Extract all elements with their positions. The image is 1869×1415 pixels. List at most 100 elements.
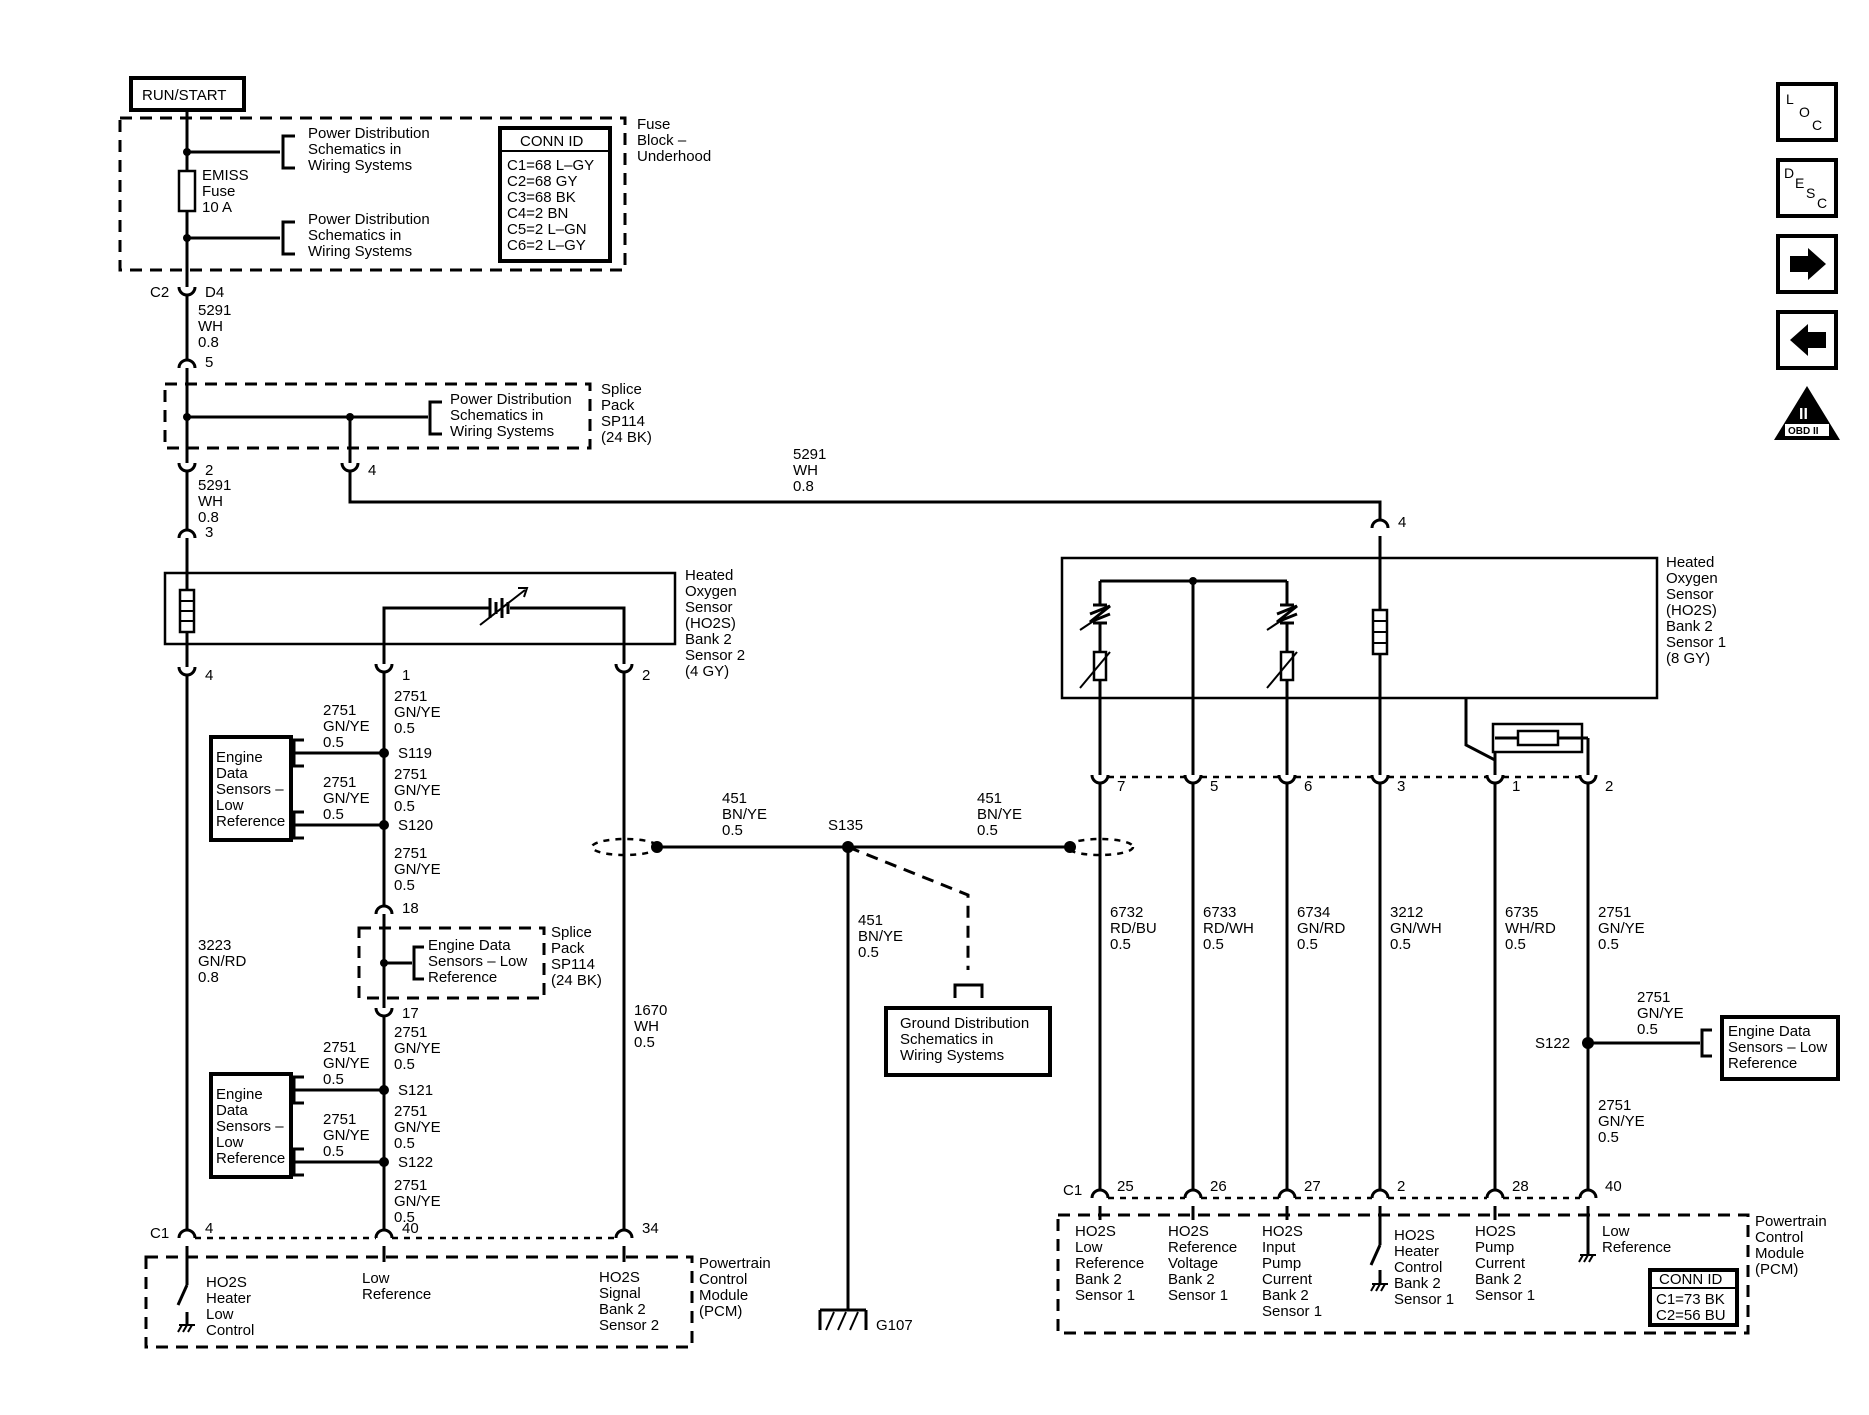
svg-text:C4=2 BN: C4=2 BN [507, 205, 568, 222]
svg-text:C: C [1812, 117, 1822, 133]
svg-text:0.5: 0.5 [394, 1056, 415, 1073]
pcm-left: Powertrain Control Module (PCM) HO2S Hea… [144, 1246, 771, 1349]
svg-text:Powertrain: Powertrain [699, 1255, 771, 1272]
svg-text:Reference: Reference [428, 969, 497, 986]
svg-text:HO2S: HO2S [1075, 1223, 1116, 1240]
svg-text:Schematics in: Schematics in [900, 1031, 993, 1048]
svg-text:HO2S: HO2S [1168, 1223, 1209, 1240]
svg-text:0.8: 0.8 [793, 478, 814, 495]
svg-text:Sensors – Low: Sensors – Low [428, 953, 527, 970]
svg-text:Oxygen: Oxygen [1666, 570, 1718, 587]
svg-text:2: 2 [1605, 778, 1613, 795]
pcm-right: Powertrain Control Module (PCM) HO2S Low… [1056, 1206, 1827, 1335]
svg-text:Sensor: Sensor [685, 599, 733, 616]
svg-text:0.5: 0.5 [1598, 936, 1619, 953]
desc-button[interactable]: D E S C [1776, 158, 1838, 218]
svg-text:Current: Current [1262, 1271, 1313, 1288]
svg-text:0.8: 0.8 [198, 334, 219, 351]
svg-text:3: 3 [205, 524, 213, 541]
svg-text:Bank 2: Bank 2 [599, 1301, 646, 1318]
svg-text:BN/YE: BN/YE [858, 928, 903, 945]
obd-ii-icon[interactable]: II OBD II [1774, 386, 1840, 440]
svg-text:0.5: 0.5 [394, 798, 415, 815]
svg-text:Schematics in: Schematics in [308, 141, 401, 158]
svg-text:II: II [1799, 406, 1808, 423]
svg-text:Signal: Signal [599, 1285, 641, 1302]
svg-text:Bank 2: Bank 2 [1075, 1271, 1122, 1288]
svg-text:0.5: 0.5 [394, 1135, 415, 1152]
prev-arrow-button[interactable] [1776, 310, 1838, 370]
svg-text:1: 1 [1512, 778, 1520, 795]
svg-text:2751: 2751 [1598, 1097, 1631, 1114]
svg-text:Block –: Block – [637, 132, 687, 149]
svg-text:0.5: 0.5 [1110, 936, 1131, 953]
svg-text:CONN ID: CONN ID [520, 133, 584, 150]
svg-text:Sensors – Low: Sensors – Low [1728, 1039, 1827, 1056]
svg-text:Engine Data: Engine Data [428, 937, 511, 954]
svg-text:Oxygen: Oxygen [685, 583, 737, 600]
svg-text:SP114: SP114 [551, 956, 595, 973]
svg-text:Control: Control [206, 1322, 254, 1339]
loc-button[interactable]: L O C [1776, 82, 1838, 142]
svg-text:0.5: 0.5 [394, 720, 415, 737]
svg-text:GN/YE: GN/YE [323, 718, 370, 735]
svg-text:27: 27 [1304, 1178, 1321, 1195]
svg-text:0.5: 0.5 [722, 822, 743, 839]
svg-text:6733: 6733 [1203, 904, 1236, 921]
svg-text:(4 GY): (4 GY) [685, 663, 729, 680]
svg-text:18: 18 [402, 900, 419, 917]
svg-text:WH: WH [198, 318, 223, 335]
svg-text:4: 4 [368, 462, 376, 479]
svg-text:4: 4 [1398, 514, 1406, 531]
svg-text:Bank 2: Bank 2 [1394, 1275, 1441, 1292]
svg-text:40: 40 [1605, 1178, 1622, 1195]
svg-text:GN/YE: GN/YE [1598, 920, 1645, 937]
svg-text:GN/YE: GN/YE [394, 1193, 441, 1210]
svg-text:HO2S: HO2S [1262, 1223, 1303, 1240]
svg-text:Wiring Systems: Wiring Systems [900, 1047, 1004, 1064]
svg-text:0.5: 0.5 [634, 1034, 655, 1051]
svg-text:2: 2 [1397, 1178, 1405, 1195]
svg-text:C3=68 BK: C3=68 BK [507, 189, 576, 206]
svg-text:6735: 6735 [1505, 904, 1538, 921]
svg-text:Control: Control [1394, 1259, 1442, 1276]
svg-text:2751: 2751 [394, 1024, 427, 1041]
svg-text:0.5: 0.5 [858, 944, 879, 961]
svg-text:Sensor 1: Sensor 1 [1075, 1287, 1135, 1304]
svg-text:Wiring Systems: Wiring Systems [450, 423, 554, 440]
svg-text:5291: 5291 [198, 302, 231, 319]
svg-text:D4: D4 [205, 284, 224, 301]
svg-text:(24 BK): (24 BK) [551, 972, 602, 989]
svg-text:7: 7 [1117, 778, 1125, 795]
svg-text:Control: Control [699, 1271, 747, 1288]
svg-text:0.5: 0.5 [1297, 936, 1318, 953]
svg-text:0.8: 0.8 [198, 509, 219, 526]
svg-text:Data: Data [216, 765, 248, 782]
svg-text:HO2S: HO2S [1475, 1223, 1516, 1240]
svg-text:S121: S121 [398, 1082, 433, 1099]
fuse-block-underhood: Fuse Block – Underhood EMISS Fuse 10 A P… [118, 110, 711, 287]
s135-ground-splice: S135 451 BN/YE 0.5 451 BN/YE 0.5 451 BN/… [590, 790, 1135, 1334]
svg-text:OBD II: OBD II [1788, 426, 1819, 437]
svg-text:WH/RD: WH/RD [1505, 920, 1556, 937]
svg-text:Power Distribution: Power Distribution [450, 391, 572, 408]
svg-text:Data: Data [216, 1102, 248, 1119]
svg-text:C1: C1 [1063, 1182, 1082, 1199]
svg-text:SP114: SP114 [601, 413, 645, 430]
svg-text:Reference: Reference [216, 813, 285, 830]
svg-text:Engine: Engine [216, 749, 263, 766]
svg-text:Schematics in: Schematics in [450, 407, 543, 424]
svg-text:Splice: Splice [601, 381, 642, 398]
svg-text:Low: Low [362, 1270, 390, 1287]
svg-text:Sensor 2: Sensor 2 [599, 1317, 659, 1334]
svg-text:GN/YE: GN/YE [323, 790, 370, 807]
svg-text:GN/YE: GN/YE [1637, 1005, 1684, 1022]
svg-text:0.5: 0.5 [394, 1209, 415, 1226]
svg-text:(HO2S): (HO2S) [1666, 602, 1717, 619]
svg-text:GN/YE: GN/YE [394, 704, 441, 721]
svg-text:Reference: Reference [1075, 1255, 1144, 1272]
svg-text:S135: S135 [828, 817, 863, 834]
splice-pack-sp114-top: Splice Pack SP114 (24 BK) Power Distribu… [163, 368, 652, 463]
svg-text:E: E [1795, 175, 1804, 191]
next-arrow-button[interactable] [1776, 234, 1838, 294]
